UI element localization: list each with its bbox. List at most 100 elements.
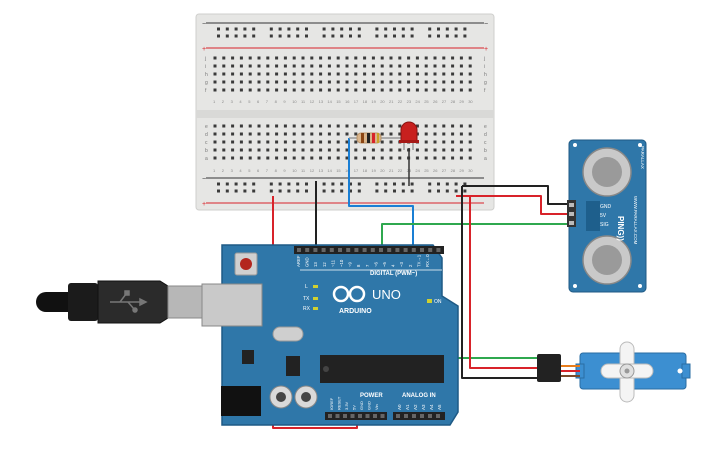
wire-led-signal[interactable] [348, 138, 414, 246]
capacitors [269, 385, 318, 409]
column-number: 21 [389, 168, 394, 173]
digital-pin-label: TX→1 [416, 254, 421, 267]
power-jack[interactable] [221, 386, 261, 416]
digital-pin-label: 13 [313, 262, 318, 267]
column-number: 14 [327, 168, 332, 173]
servo-connector[interactable] [537, 354, 561, 382]
servo-motor[interactable] [537, 341, 691, 403]
column-number: 30 [468, 99, 473, 104]
wire-sensor-sig[interactable] [381, 223, 567, 246]
arduino-logo-icon [332, 285, 366, 303]
column-number: 9 [283, 168, 286, 173]
analog-pin-label: A3 [421, 404, 426, 410]
row-letter: a [205, 156, 208, 162]
row-letter: c [484, 140, 487, 146]
digital-header[interactable] [294, 246, 444, 254]
digital-pin-label: RX←0 [425, 254, 430, 267]
rail-minus-label-bottom: − [202, 176, 206, 183]
power-pin-label: 3.3V [344, 401, 349, 410]
sensor-brand: PARALLAX [640, 146, 645, 169]
rail-minus-label-right: − [484, 21, 488, 28]
column-number: 4 [239, 99, 242, 104]
column-number: 2 [222, 168, 225, 173]
digital-pin-label: AREF [296, 255, 301, 267]
voltage-regulator [286, 356, 300, 376]
arduino-brand: ARDUINO [339, 308, 372, 315]
column-number: 25 [424, 168, 429, 173]
led[interactable] [399, 121, 419, 150]
row-letter: i [484, 64, 485, 70]
power-header[interactable] [325, 412, 387, 420]
usb-symbol-icon [110, 290, 148, 313]
row-letter: d [205, 132, 208, 138]
digital-pin-label: 4 [391, 264, 396, 267]
column-number: 21 [389, 99, 394, 104]
row-letter: j [204, 56, 206, 62]
column-number: 1 [213, 99, 216, 104]
column-number: 29 [459, 99, 464, 104]
sensor-pin-gnd-label: GND [600, 204, 612, 210]
column-number: 20 [380, 99, 385, 104]
wire-sensor-gnd[interactable] [462, 185, 567, 205]
usb-cable[interactable] [36, 280, 205, 324]
column-number: 23 [407, 99, 412, 104]
column-number: 24 [415, 168, 420, 173]
column-number: 17 [354, 99, 359, 104]
column-number: 1 [213, 168, 216, 173]
digital-pin-label: 7 [365, 264, 370, 267]
analog-pin-label: A1 [405, 404, 410, 410]
column-number: 4 [239, 168, 242, 173]
column-number: 15 [336, 99, 341, 104]
analog-pin-label: A2 [413, 404, 418, 410]
column-number: 13 [319, 99, 324, 104]
column-number: 28 [451, 99, 456, 104]
column-number: 10 [292, 99, 297, 104]
usb-port[interactable] [201, 283, 263, 327]
transducer-top [582, 147, 632, 197]
column-number: 17 [354, 168, 359, 173]
row-letter: g [205, 80, 208, 86]
wire-servo-5v[interactable] [469, 196, 538, 369]
row-letter: c [205, 140, 208, 146]
sensor-website: WWW.PARALLAX.COM [633, 196, 638, 245]
column-number: 24 [415, 99, 420, 104]
column-number: 29 [459, 168, 464, 173]
resistor[interactable] [349, 132, 402, 144]
row-letter: b [484, 148, 487, 154]
column-number: 2 [222, 99, 225, 104]
arduino-uno[interactable]: ON L TX RX ARDUINO UNO DIGITAL (PWM~) PO… [201, 244, 459, 426]
analog-pin-label: A0 [397, 404, 402, 410]
column-number: 12 [310, 168, 315, 173]
power-pin-label: GND [359, 401, 364, 410]
digital-pin-label: GND [305, 257, 310, 267]
analog-header[interactable] [393, 412, 445, 420]
row-letter: f [484, 88, 486, 94]
column-number: 16 [345, 99, 350, 104]
reset-button[interactable] [234, 252, 258, 276]
row-letter: a [484, 156, 487, 162]
column-number: 22 [398, 168, 403, 173]
digital-pin-label: 2 [408, 264, 413, 267]
digital-pin-label: ~10 [339, 259, 344, 267]
column-number: 3 [231, 168, 234, 173]
servo-horn[interactable] [600, 341, 654, 403]
row-letter: e [205, 124, 208, 130]
digital-pin-label: 12 [322, 262, 327, 267]
wire-sensor-5v[interactable] [456, 195, 567, 215]
row-letter: f [205, 88, 207, 94]
wire-servo-gnd[interactable] [461, 186, 538, 379]
rail-plus-label-bottom: + [202, 201, 206, 208]
breadboard-holes[interactable] [213, 27, 472, 193]
digital-pin-label: ~3 [399, 261, 404, 267]
transducer-bottom [582, 235, 632, 285]
digital-pin-label: 8 [356, 264, 361, 267]
column-number: 7 [266, 99, 269, 104]
column-number: 19 [371, 99, 376, 104]
digital-pin-label: ~11 [330, 259, 335, 267]
column-number: 22 [398, 99, 403, 104]
ultrasonic-sensor[interactable]: GND 5V SIG PING)) WWW.PARALLAX.COM PARAL… [567, 139, 647, 293]
column-number: 25 [424, 99, 429, 104]
rail-plus-label-right: + [484, 46, 488, 53]
power-pin-label: Vin [374, 404, 379, 410]
